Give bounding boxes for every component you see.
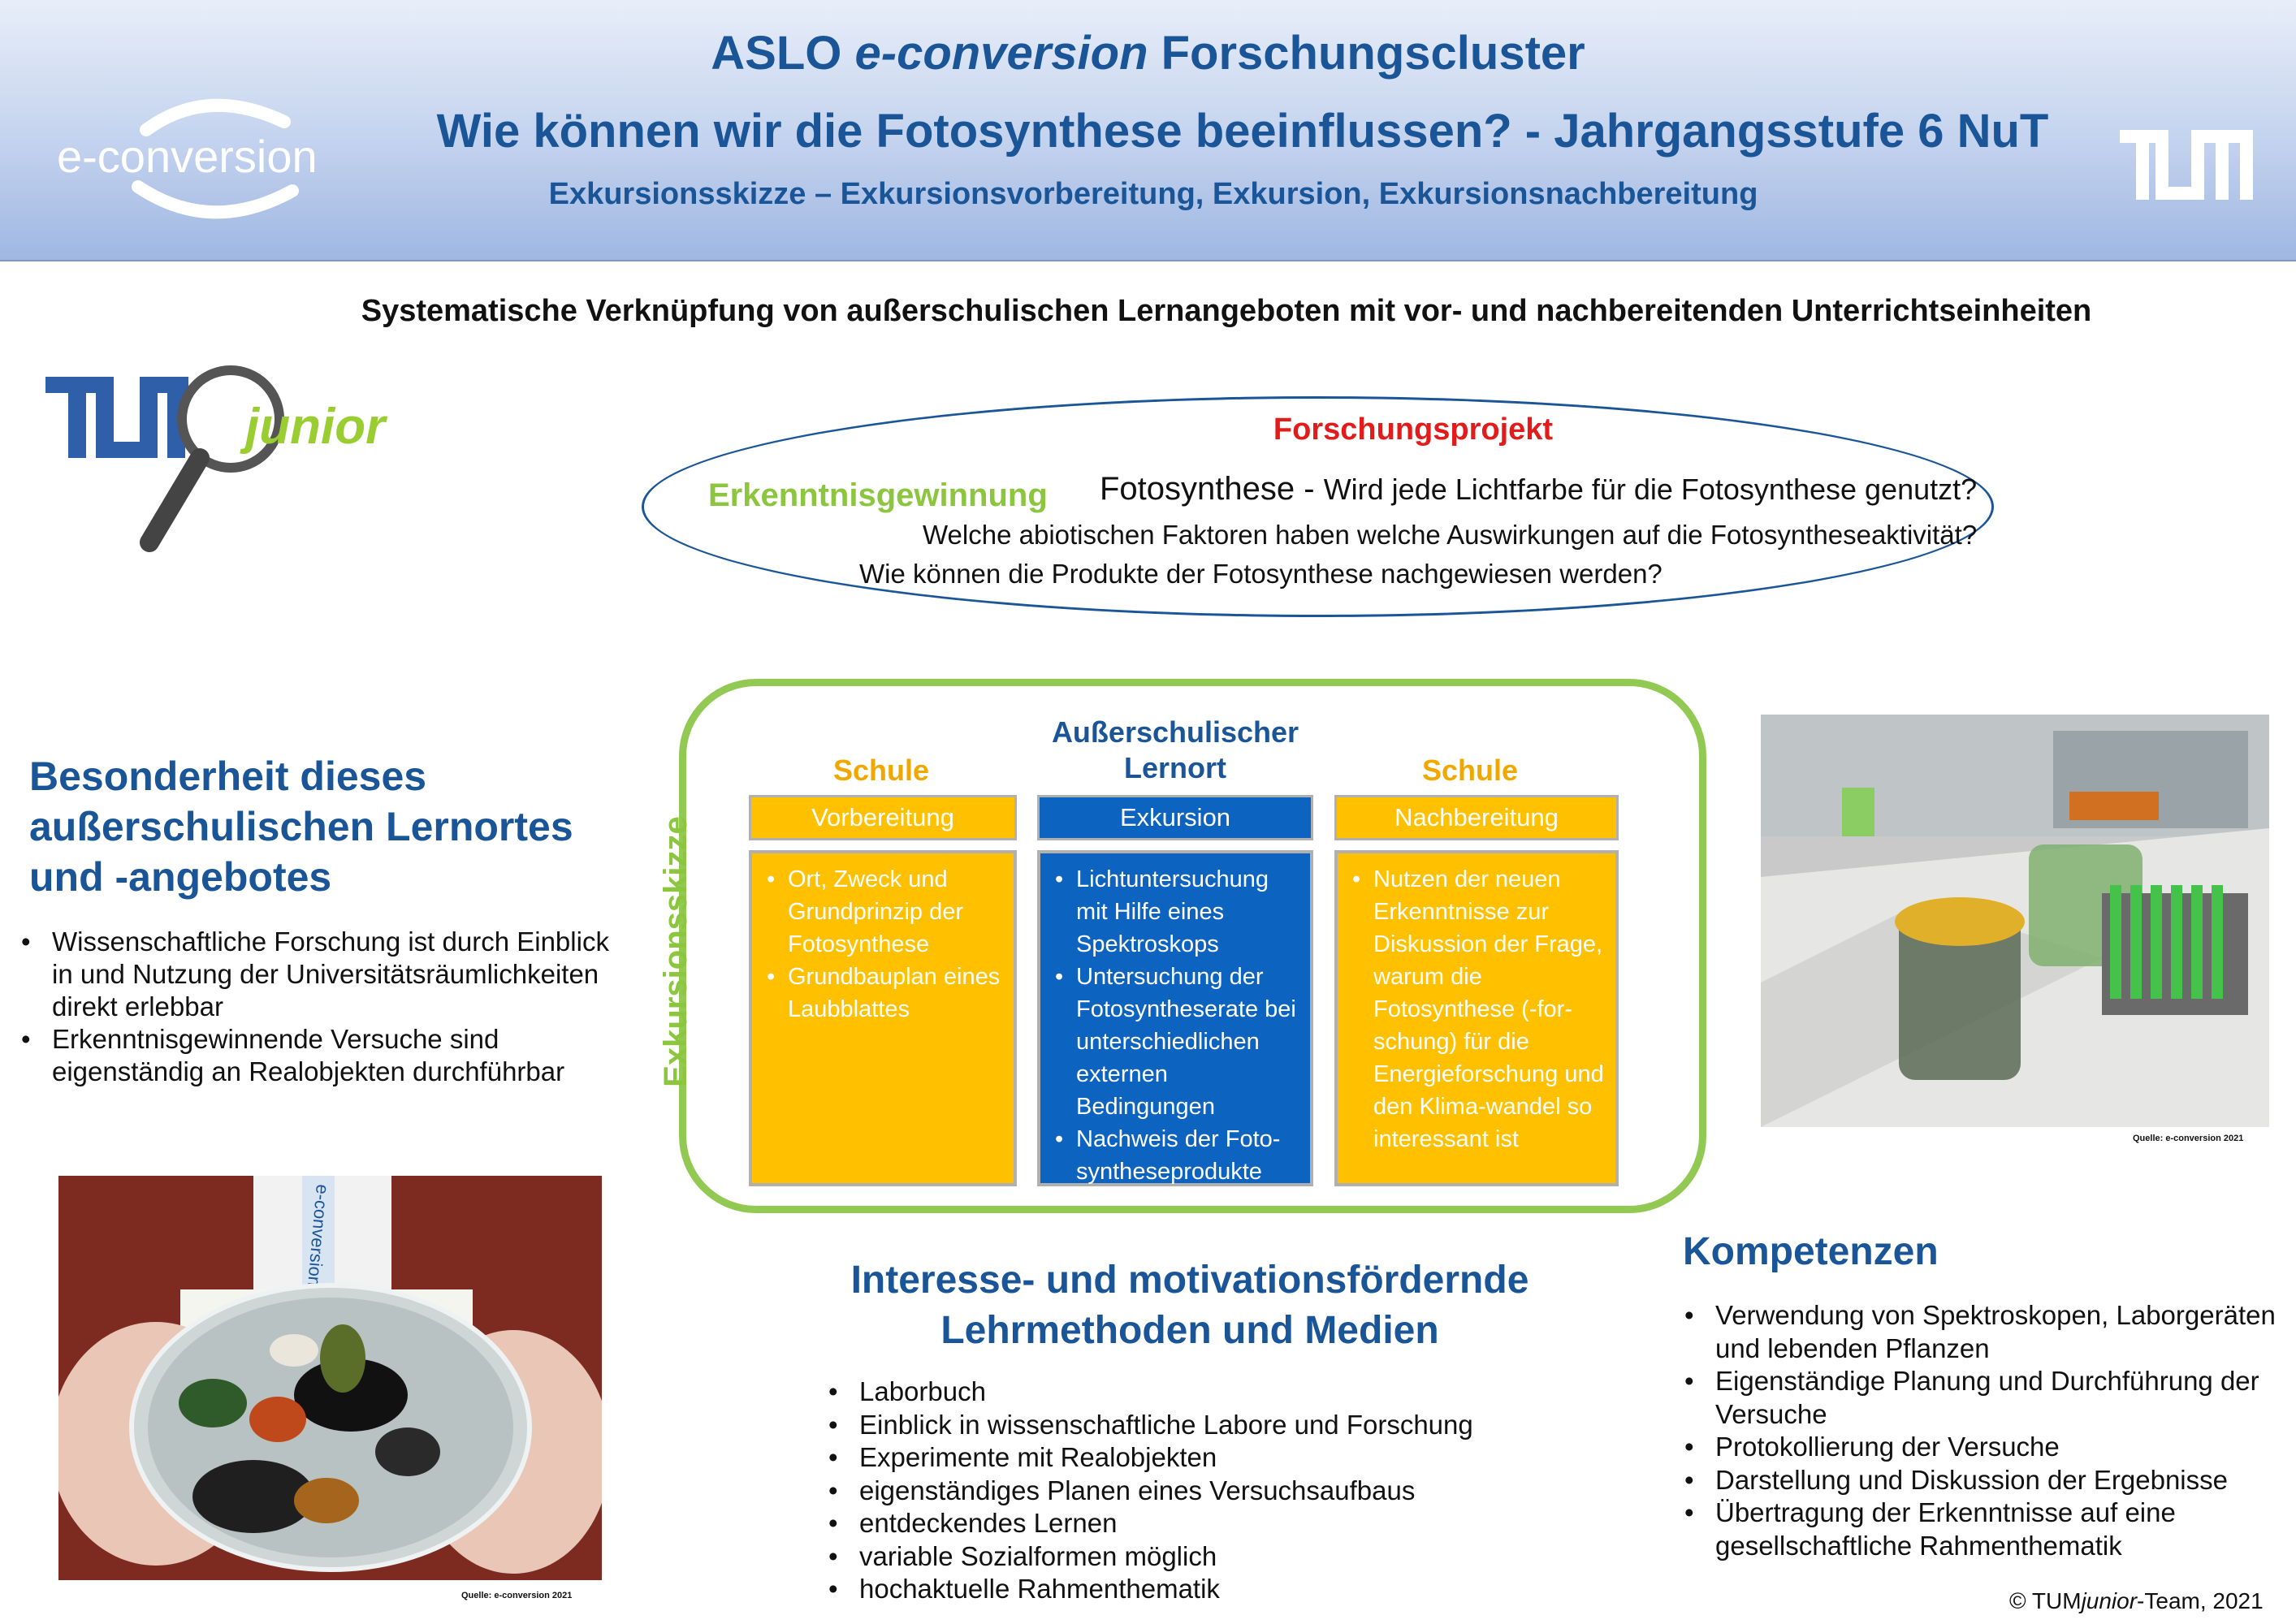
exkursionsskizze-label: Exkursionsskizze [658,816,694,1087]
kompetenzen-list: Verwendung von Spektroskopen, Laborgerät… [1681,1299,2282,1562]
column-label-lernort: Außerschulischer Lernort [1051,715,1299,784]
list-item: Laborbuch [825,1376,1556,1409]
list-item: Übertragung der Erkenntnisse auf eine ge… [1681,1497,2282,1562]
svg-text:e-conversion: e-conversion [57,131,318,182]
interesse-title: Interesse- und motivationsfördernde Lehr… [850,1259,1529,1352]
research-question-2: Welche abiotischen Faktoren haben welche… [923,520,1978,550]
exkursion-box: Lichtuntersuchung mit Hilfe eines Spektr… [1037,850,1313,1186]
list-item: Untersuchung der Fotosyntheserate bei un… [1052,961,1302,1123]
interesse-list: Laborbuch Einblick in wissenschaftliche … [825,1376,1556,1606]
svg-text:junior: junior [240,399,387,455]
header-banner: e-conversion ASLO e-conversion Forschung… [0,0,2296,261]
kompetenzen-title: Kompetenzen [1683,1230,1939,1273]
vorbereitung-box: Ort, Zweck und Grundprinzip der Fotosynt… [749,850,1017,1186]
erkenntnisgewinnung-label: Erkenntnisgewinnung [708,477,1048,513]
list-item: Wissenschaftliche Forschung ist durch Ei… [18,926,635,1023]
list-item: eigenständiges Planen eines Versuchsaufb… [825,1475,1556,1508]
list-item: Nutzen der neuen Erkenntnisse zur Diskus… [1349,863,1607,1155]
forschungsprojekt-ellipse [642,396,1994,617]
list-item: Grundbauplan eines Laubblattes [763,961,1005,1026]
list-item: Verwendung von Spektroskopen, Laborgerät… [1681,1299,2282,1365]
list-item: Eigenständige Planung und Durchführung d… [1681,1365,2282,1431]
list-item: Experimente mit Realobjekten [825,1441,1556,1475]
main-subtitle: Systematische Verknüpfung von außerschul… [361,294,2092,328]
photo-right-source: Quelle: e-conversion 2021 [2133,1134,2244,1143]
list-item: variable Sozialformen möglich [825,1540,1556,1574]
poster-title: ASLO e-conversion Forschungscluster [711,27,1585,80]
list-item: hochaktuelle Rahmenthematik [825,1573,1556,1606]
list-item: entdeckendes Lernen [825,1507,1556,1540]
exkursionsskizze-frame [679,679,1706,1213]
list-item: Darstellung und Diskussion der Ergebniss… [1681,1464,2282,1497]
column-label-schule-2: Schule [1421,754,1519,787]
research-question-3: Wie können die Produkte der Fotosynthese… [859,559,1663,589]
tum-logo [2120,130,2253,200]
list-item: Protokollierung der Versuche [1681,1431,2282,1464]
exkursion-header: Exkursion [1037,795,1313,840]
nachbereitung-header: Nachbereitung [1334,795,1619,840]
tumjunior-logo: junior [45,365,387,552]
list-item: Einblick in wissenschaftliche Labore und… [825,1409,1556,1442]
copyright: © TUMjunior-Team, 2021 [2009,1588,2264,1613]
photo-left-source: Quelle: e-conversion 2021 [461,1591,573,1600]
vorbereitung-header: Vorbereitung [749,795,1017,840]
research-question-1: Fotosynthese - Wird jede Lichtfarbe für … [1100,471,1978,507]
photo-lab-setup [1761,715,2269,1127]
nachbereitung-box: Nutzen der neuen Erkenntnisse zur Diskus… [1334,850,1619,1186]
photo-petri-dish: e-conversion [58,1176,602,1580]
column-label-schule-1: Schule [832,754,930,787]
list-item: Lichtuntersuchung mit Hilfe eines Spektr… [1052,863,1302,961]
list-item: Ort, Zweck und Grundprinzip der Fotosynt… [763,863,1005,961]
list-item: Erkenntnisgewinnende Versuche sind eigen… [18,1023,635,1088]
besonderheit-title: Besonderheit dieses außerschulischen Ler… [29,754,573,900]
e-conversion-logo: e-conversion [57,98,318,219]
poster-question: Wie können wir die Fotosynthese beeinflu… [436,105,2049,158]
forschungsprojekt-heading: Forschungsprojekt [1273,412,1554,447]
besonderheit-list: Wissenschaftliche Forschung ist durch Ei… [18,926,635,1088]
poster-subtitle: Exkursionsskizze – Exkursionsvorbereitun… [548,177,1758,211]
list-item: Nachweis der Foto-syntheseprodukte [1052,1123,1302,1188]
